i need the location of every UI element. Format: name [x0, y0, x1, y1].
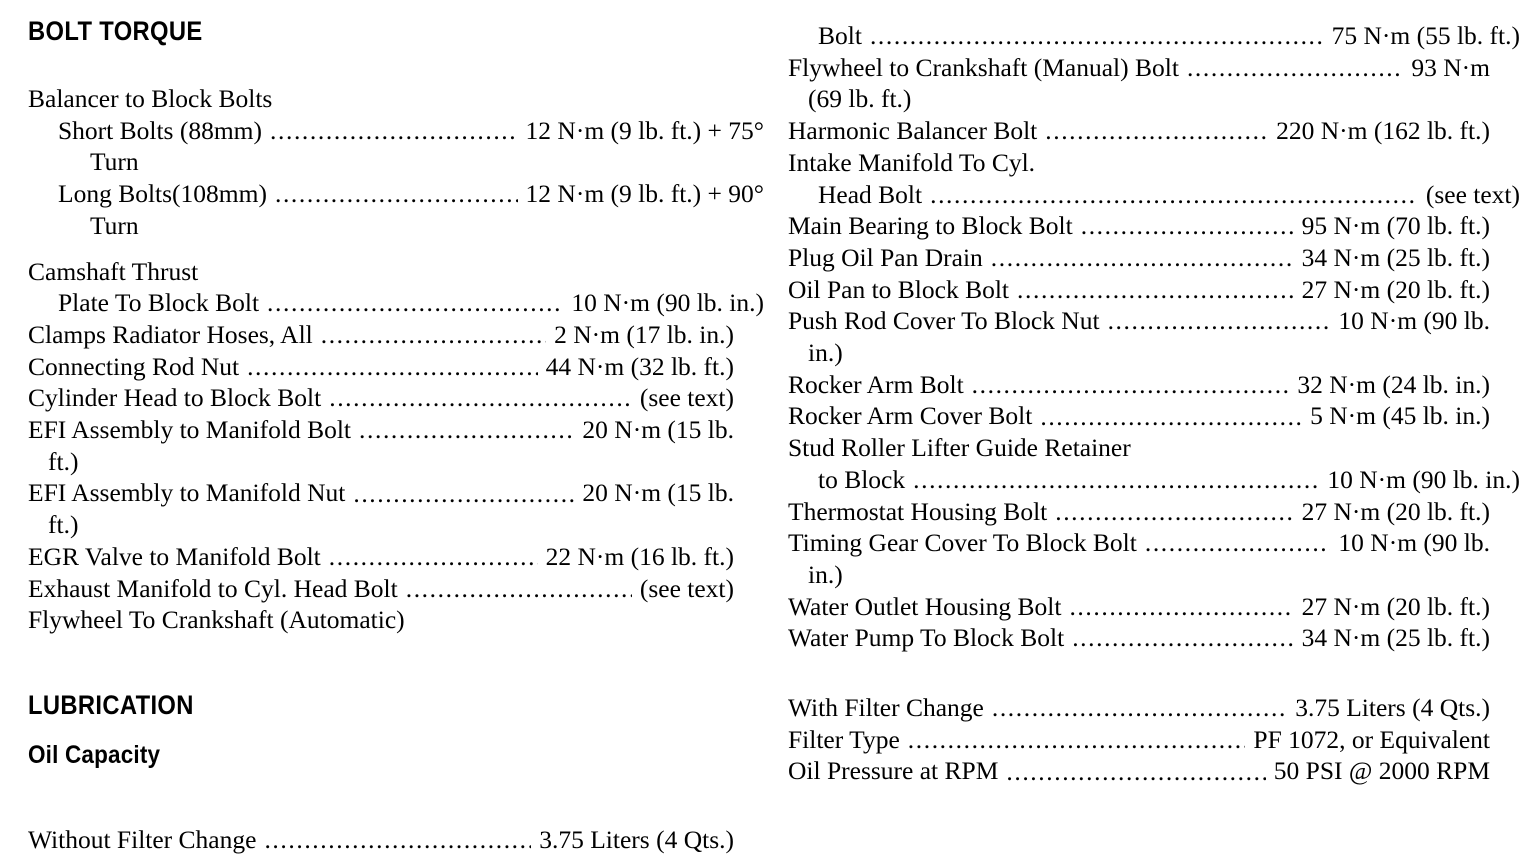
dot-leader: [359, 417, 574, 443]
dot-leader: [1069, 594, 1293, 620]
spec-row: Push Rod Cover To Block Nut 10 N·m (90 l…: [788, 305, 1490, 337]
document-page: BOLT TORQUE Balancer to Block Bolts Shor…: [0, 0, 1520, 832]
left-column: BOLT TORQUE Balancer to Block Bolts Shor…: [28, 0, 764, 856]
dot-leader: [1187, 55, 1403, 81]
spec-row-continuation: ft.): [48, 510, 79, 540]
spec-row: Oil Pan to Block Bolt 27 N·m (20 lb. ft.…: [788, 274, 1490, 306]
subsection-heading-oil-capacity: Oil Capacity: [28, 740, 161, 769]
spec-row: Plug Oil Pan Drain 34 N·m (25 lb. ft.): [788, 242, 1490, 274]
spec-row: Oil Pressure at RPM 50 PSI @ 2000 RPM: [788, 755, 1490, 787]
group-camshaft-thrust: Camshaft Thrust Plate To Block Bolt 10 N…: [28, 256, 764, 319]
dot-leader: [264, 827, 531, 853]
spec-row-continuation: Turn: [90, 210, 139, 240]
spec-row-continuation: ft.): [48, 446, 79, 476]
dot-leader: [270, 118, 518, 144]
dot-leader: [247, 354, 538, 380]
dot-leader: [353, 481, 574, 507]
spec-row: Clamps Radiator Hoses, All 2 N·m (17 lb.…: [28, 319, 734, 351]
dot-leader: [1045, 118, 1268, 144]
spec-row: Flywheel to Crankshaft (Manual) Bolt 93 …: [788, 52, 1490, 84]
spec-row-continuation: Turn: [90, 147, 139, 177]
spec-row: Head Bolt (see text): [788, 179, 1520, 211]
dot-leader: [1006, 759, 1265, 785]
dot-leader: [991, 245, 1294, 271]
dot-leader: [972, 372, 1290, 398]
dot-leader: [908, 727, 1246, 753]
dot-leader: [992, 695, 1287, 721]
dot-leader: [329, 385, 632, 411]
spec-row: to Block 10 N·m (90 lb. in.): [788, 464, 1520, 496]
dot-leader: [321, 322, 546, 348]
dot-leader: [267, 290, 563, 316]
spec-row: EFI Assembly to Manifold Bolt 20 N·m (15…: [28, 414, 734, 446]
group-balancer-to-block-bolts: Balancer to Block Bolts Short Bolts (88m…: [28, 83, 764, 242]
spec-row: EFI Assembly to Manifold Nut 20 N·m (15 …: [28, 477, 734, 509]
spec-row: Exhaust Manifold to Cyl. Head Bolt (see …: [28, 573, 734, 605]
left-spec-list: Clamps Radiator Hoses, All 2 N·m (17 lb.…: [28, 319, 734, 636]
spec-row: Without Filter Change 3.75 Liters (4 Qts…: [28, 824, 734, 856]
dot-leader: [406, 576, 632, 602]
dot-leader: [930, 182, 1418, 208]
spec-row-continuation: in.): [808, 559, 843, 589]
spec-row: Plate To Block Bolt 10 N·m (90 lb. in.): [28, 287, 764, 319]
group-title: Camshaft Thrust: [28, 256, 199, 286]
spec-row: Short Bolts (88mm) 12 N·m (9 lb. ft.) + …: [28, 115, 764, 147]
spec-row: Cylinder Head to Block Bolt (see text): [28, 382, 734, 414]
dot-leader: [913, 467, 1319, 493]
spec-row: Rocker Arm Cover Bolt 5 N·m (45 lb. in.): [788, 400, 1490, 432]
dot-leader: [1081, 213, 1294, 239]
spec-row: Flywheel To Crankshaft (Automatic): [28, 605, 405, 635]
spec-row: Long Bolts(108mm) 12 N·m (9 lb. ft.) + 9…: [28, 178, 764, 210]
spec-row: Bolt 75 N·m (55 lb. ft.): [788, 20, 1520, 52]
right-column: Bolt 75 N·m (55 lb. ft.) Flywheel to Cra…: [788, 0, 1520, 787]
spec-row: Connecting Rod Nut 44 N·m (32 lb. ft.): [28, 351, 734, 383]
spec-row: With Filter Change 3.75 Liters (4 Qts.): [788, 692, 1490, 724]
spec-row: Timing Gear Cover To Block Bolt 10 N·m (…: [788, 527, 1490, 559]
spec-row: Thermostat Housing Bolt 27 N·m (20 lb. f…: [788, 496, 1490, 528]
dot-leader: [1145, 530, 1331, 556]
spec-row: Rocker Arm Bolt 32 N·m (24 lb. in.): [788, 369, 1490, 401]
dot-leader: [1017, 277, 1294, 303]
spec-row: EGR Valve to Manifold Bolt 22 N·m (16 lb…: [28, 541, 734, 573]
oil-capacity-list-left: Without Filter Change 3.75 Liters (4 Qts…: [28, 824, 734, 856]
dot-leader: [1072, 625, 1293, 651]
right-spec-list: Bolt 75 N·m (55 lb. ft.) Flywheel to Cra…: [788, 20, 1520, 654]
spec-row: Water Outlet Housing Bolt 27 N·m (20 lb.…: [788, 591, 1490, 623]
dot-leader: [329, 544, 538, 570]
group-title: Balancer to Block Bolts: [28, 84, 273, 113]
dot-leader: [1108, 308, 1331, 334]
dot-leader: [275, 181, 518, 207]
section-heading-bolt-torque: BOLT TORQUE: [28, 16, 203, 46]
spec-row: Harmonic Balancer Bolt 220 N·m (162 lb. …: [788, 115, 1490, 147]
spec-row-continuation: in.): [808, 338, 843, 368]
dot-leader: [870, 23, 1324, 49]
section-heading-lubrication: LUBRICATION: [28, 689, 194, 720]
spec-row: Main Bearing to Block Bolt 95 N·m (70 lb…: [788, 210, 1490, 242]
spec-row: Filter Type PF 1072, or Equivalent: [788, 724, 1490, 756]
dot-leader: [1040, 404, 1302, 430]
group-title: Intake Manifold To Cyl.: [788, 147, 1036, 177]
spec-row-continuation: (69 lb. ft.): [808, 84, 912, 114]
spec-row: Water Pump To Block Bolt 34 N·m (25 lb. …: [788, 622, 1490, 654]
group-title: Stud Roller Lifter Guide Retainer: [788, 433, 1131, 463]
lubrication-list-right: With Filter Change 3.75 Liters (4 Qts.) …: [788, 692, 1490, 787]
dot-leader: [1055, 499, 1293, 525]
